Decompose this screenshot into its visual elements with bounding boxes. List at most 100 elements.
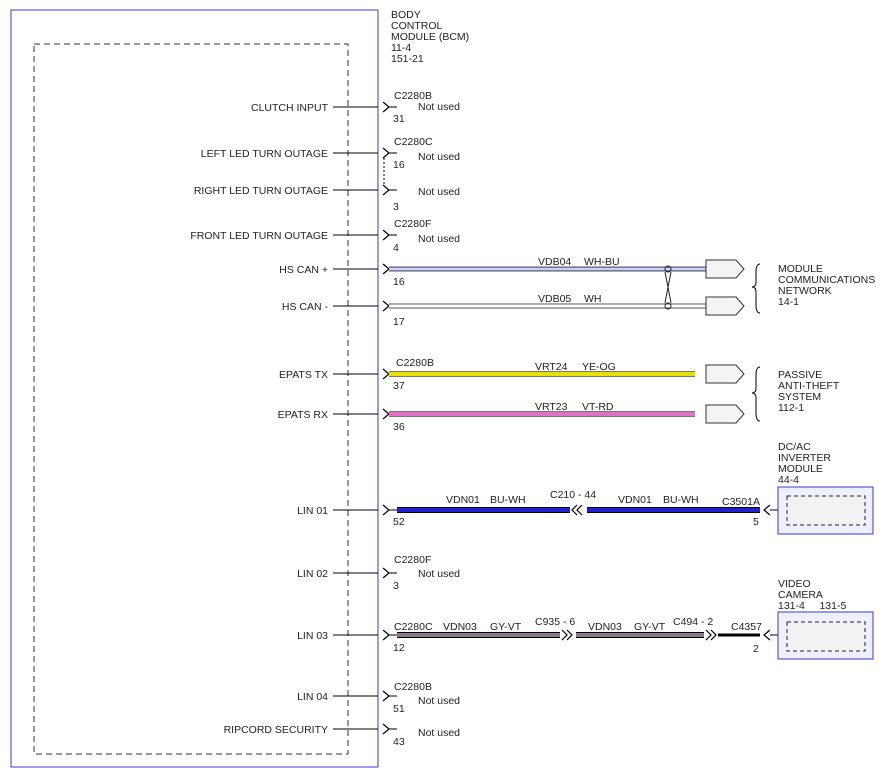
- c3501a-pin: 5: [753, 516, 759, 528]
- svg-text:INVERTER: INVERTER: [778, 452, 831, 464]
- c494-label: C494 - 2: [673, 616, 713, 628]
- inverter-module-inner: [786, 495, 866, 526]
- connector-front-led: C2280F: [394, 218, 431, 230]
- svg-text:VIDEO: VIDEO: [778, 578, 811, 590]
- wire-vrt23-circuit: VRT23: [535, 401, 568, 413]
- svg-text:14-1: 14-1: [778, 296, 799, 308]
- pin-number-lin03: 12: [393, 642, 405, 654]
- twisted-pair-symbol: [664, 265, 672, 310]
- terminal-epats-rx: [382, 408, 390, 420]
- terminal-symbols: [382, 101, 390, 735]
- pin-label-hs-can-plus: HS CAN +: [279, 264, 328, 276]
- wire-vdb04-color: WH-BU: [584, 256, 620, 268]
- camera-label: VIDEO CAMERA 131-4 131-5: [778, 578, 846, 612]
- pin-numbers: 31 16 3 4 16 17 37 36 52 3 12 51 43: [393, 113, 405, 748]
- svg-text:COMMUNICATIONS: COMMUNICATIONS: [778, 274, 875, 286]
- pin-number-right-led: 3: [393, 201, 399, 213]
- wire-vdn01-circuit-a: VDN01: [446, 494, 480, 506]
- wire-vdn01-circuit-b: VDN01: [618, 494, 652, 506]
- connector-lin03: C2280C: [394, 621, 433, 633]
- svg-text:131-4 131-5: 131-4 131-5: [778, 600, 846, 612]
- svg-text:BODY: BODY: [391, 9, 421, 21]
- bcm-inner-box: [33, 43, 349, 755]
- pin-number-left-led: 16: [393, 159, 405, 171]
- pin-number-epats-tx: 37: [393, 380, 405, 392]
- wire-vdb04: VDB04 WH-BU: [389, 256, 706, 272]
- svg-text:SYSTEM: SYSTEM: [778, 391, 821, 403]
- connector-epats-tx: C2280B: [396, 357, 434, 369]
- svg-text:ANTI-THEFT: ANTI-THEFT: [778, 380, 840, 392]
- mcn-label: MODULE COMMUNICATIONS NETWORK 14-1: [778, 263, 875, 308]
- pin-label-front-led: FRONT LED TURN OUTAGE: [190, 230, 328, 242]
- connector-clutch: C2280B: [394, 90, 432, 102]
- pin-label-ripcord: RIPCORD SECURITY: [224, 724, 328, 736]
- svg-text:CONTROL: CONTROL: [391, 20, 442, 32]
- connector-left-led: C2280C: [394, 136, 433, 148]
- wire-vdn03-circuit-a: VDN03: [443, 621, 477, 633]
- wire-vdn01: VDN01 BU-WH VDN01 BU-WH: [389, 494, 760, 513]
- camera-terminal: [763, 629, 771, 641]
- svg-text:MODULE (BCM): MODULE (BCM): [391, 31, 469, 43]
- terminal-clutch: [382, 101, 390, 113]
- status-right-led: Not used: [418, 186, 460, 198]
- wire-vdn03-circuit-b: VDN03: [588, 621, 622, 633]
- status-lin02: Not used: [418, 568, 460, 580]
- pin-number-lin01: 52: [393, 516, 405, 528]
- terminal-ripcord: [382, 723, 390, 735]
- status-left-led: Not used: [418, 151, 460, 163]
- c4357-label: C4357: [731, 621, 762, 633]
- svg-text:151-21: 151-21: [391, 53, 424, 65]
- pats-arrow-connectors: [705, 364, 745, 424]
- terminal-front-led: [382, 229, 390, 241]
- svg-text:CAMERA: CAMERA: [778, 589, 823, 601]
- wire-vdb05-color: WH: [584, 293, 602, 305]
- mcn-brace: [751, 263, 761, 314]
- terminal-lin02: [382, 567, 390, 579]
- c210-label: C210 - 44: [550, 489, 596, 501]
- pin-stubs: [333, 106, 378, 730]
- pats-label: PASSIVE ANTI-THEFT SYSTEM 112-1: [778, 369, 840, 414]
- pin-number-front-led: 4: [393, 242, 399, 254]
- status-front-led: Not used: [418, 233, 460, 245]
- c3501a-label: C3501A: [722, 496, 760, 508]
- terminal-lin01: [382, 504, 390, 516]
- svg-text:112-1: 112-1: [778, 402, 804, 414]
- pin-number-hs-can-minus: 17: [393, 316, 405, 328]
- inverter-label: DC/AC INVERTER MODULE 44-4: [778, 441, 831, 486]
- pin-number-hs-can-plus: 16: [393, 276, 405, 288]
- terminal-epats-tx: [382, 368, 390, 380]
- pin-label-hs-can-minus: HS CAN -: [282, 301, 329, 313]
- svg-text:NETWORK: NETWORK: [778, 285, 832, 297]
- svg-text:11-4: 11-4: [391, 42, 411, 54]
- terminal-hs-can-minus: [382, 300, 390, 312]
- pin-label-lin04: LIN 04: [297, 691, 328, 703]
- pin-label-epats-rx: EPATS RX: [278, 409, 328, 421]
- connector-lin04: C2280B: [394, 681, 432, 693]
- wire-vrt24-color: YE-OG: [582, 361, 616, 373]
- not-used-labels: Not used Not used Not used Not used Not …: [418, 101, 460, 739]
- pin-label-right-led: RIGHT LED TURN OUTAGE: [194, 185, 328, 197]
- pin-number-epats-rx: 36: [393, 421, 405, 433]
- status-clutch: Not used: [418, 101, 460, 113]
- inverter-terminal: [763, 504, 771, 516]
- mcn-arrow-connectors: [705, 259, 745, 316]
- connector-names: C2280B C2280C C2280F C2280B C2280F C2280…: [394, 90, 434, 693]
- bcm-title: BODY CONTROL MODULE (BCM) 11-4 151-21: [391, 9, 469, 65]
- wire-vdb05-circuit: VDB05: [538, 293, 571, 305]
- wire-vdn03-color-b: GY-VT: [634, 621, 666, 633]
- c935-label: C935 - 6: [535, 616, 575, 628]
- not-used-stubs: [389, 106, 397, 730]
- terminal-lin04: [382, 690, 390, 702]
- pin-number-lin02: 3: [393, 580, 399, 592]
- pin-label-lin01: LIN 01: [297, 505, 328, 517]
- c935-inline-connector: [561, 629, 573, 641]
- pin-number-lin04: 51: [393, 703, 405, 715]
- camera-module-inner: [786, 621, 866, 652]
- wire-vdn01-color-a: BU-WH: [490, 494, 526, 506]
- pin-label-clutch: CLUTCH INPUT: [251, 102, 329, 114]
- terminal-left-led: [382, 147, 390, 159]
- terminal-lin03: [382, 629, 390, 641]
- wire-vdn03-color-a: GY-VT: [490, 621, 522, 633]
- c4357-pin: 2: [753, 643, 759, 655]
